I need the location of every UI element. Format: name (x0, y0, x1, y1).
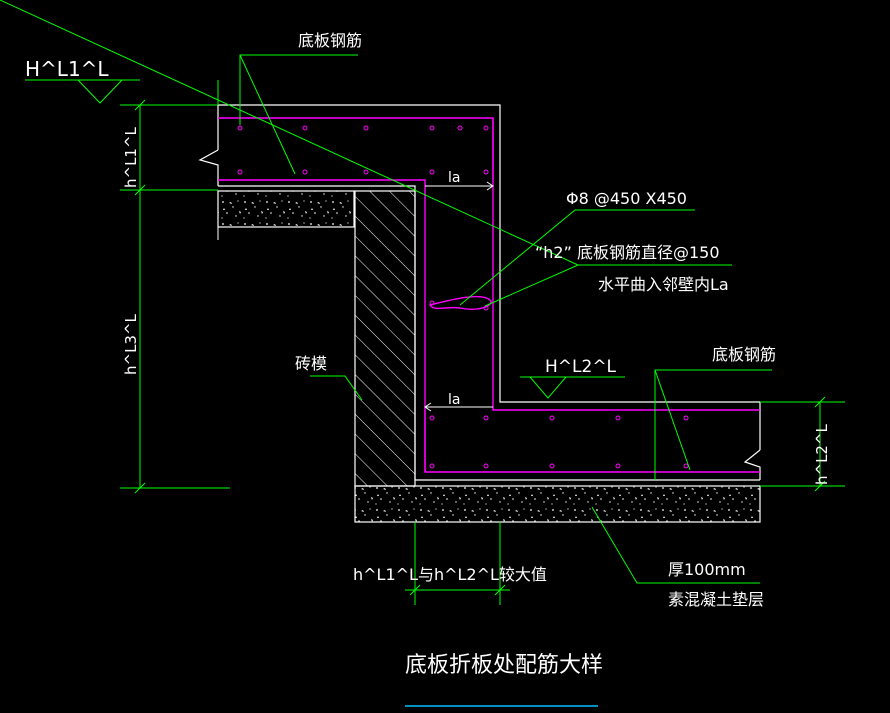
rebar-dots (237, 125, 689, 469)
label-top-rebar: 底板钢筋 (298, 31, 362, 50)
leader-lines (0, 0, 772, 584)
label-la-bottom: la (448, 392, 460, 408)
label-cushion: 素混凝土垫层 (668, 590, 764, 609)
label-level-bottom: H^L2^L (545, 357, 617, 377)
label-dim-h2: h^L2^L (813, 423, 831, 485)
label-h2-note-2: 水平曲入邻壁内La (598, 275, 729, 294)
label-dim-h1: h^L1^L (122, 126, 140, 188)
cushion-bottom (354, 485, 761, 523)
label-max-value: h^L1^L与h^L2^L较大值 (353, 565, 547, 584)
label-brick-form: 砖模 (295, 354, 327, 373)
rebar-cage (218, 117, 760, 473)
label-h2-note: “h2” 底板钢筋直径@150 (535, 243, 720, 262)
brick-form (354, 190, 416, 487)
level-marker-bottom (520, 376, 625, 399)
h2-bent-bar (428, 295, 492, 310)
label-dim-h3: h^L3^L (122, 313, 140, 375)
label-thickness: 厚100mm (668, 560, 746, 579)
drawing-title: 底板折板处配筋大样 (405, 653, 603, 678)
la-top-dim (425, 181, 494, 191)
label-la-top: la (448, 170, 460, 186)
cushion-top (217, 190, 355, 240)
la-bottom-dim (424, 402, 493, 412)
label-bar-spec: Φ8 @450 X450 (566, 189, 687, 208)
dimension-lines (120, 80, 845, 605)
label-level-top: H^L1^L (25, 57, 109, 81)
label-bottom-rebar: 底板钢筋 (712, 345, 776, 364)
level-marker-top (25, 79, 140, 104)
